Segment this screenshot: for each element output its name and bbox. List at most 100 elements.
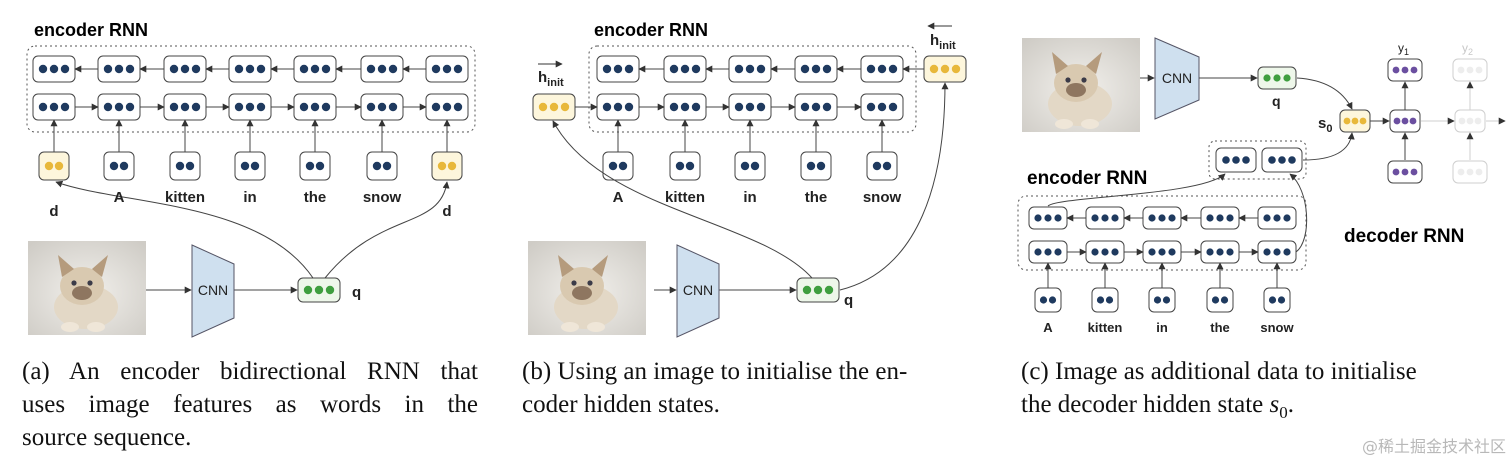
- word-embedding-input: [734, 151, 766, 181]
- panel-b-word-label: the: [805, 189, 828, 206]
- svg-text:y2: y2: [1462, 41, 1473, 57]
- panel-b-cnn-block: [676, 244, 720, 338]
- panel-b-word-label: snow: [863, 189, 902, 206]
- backward-rnn-cell: [32, 55, 76, 83]
- panel-c: CNN q s0 y1 y2 encoder RNN decoder RNN A…: [1017, 37, 1506, 335]
- panel-b-q-label: q: [844, 292, 853, 309]
- backward-rnn-cell: [1257, 206, 1297, 230]
- panel-b-title: encoder RNN: [594, 20, 708, 40]
- panel-b-kitten-image: [528, 241, 646, 335]
- q-to-left-feature-arrow: [55, 180, 314, 279]
- word-embedding-input: [1263, 287, 1291, 313]
- word-embedding-input: [366, 151, 398, 181]
- panel-b-cells: [532, 55, 967, 303]
- forward-rnn-cell: [293, 93, 337, 121]
- panel-b-arrows: [552, 65, 949, 294]
- image-feature-input: [431, 151, 463, 181]
- word-embedding-input: [1206, 287, 1234, 313]
- decoder-input-cell-faded: [1452, 160, 1488, 184]
- h-init-symbol: h: [930, 32, 939, 49]
- panel-a-word-label: A: [114, 189, 125, 206]
- forward-rnn-cell: [1200, 240, 1240, 264]
- panel-b-word-labels: A kitten in the snow: [613, 189, 902, 206]
- image-feature-q: [1257, 66, 1297, 90]
- backward-rnn-cell: [1200, 206, 1240, 230]
- caption-text: the decoder hidden state: [1021, 391, 1270, 418]
- caption-line-2: the decoder hidden state s0.: [1021, 388, 1491, 429]
- backward-rnn-cell: [596, 55, 640, 83]
- y1-subscript: 1: [1404, 47, 1409, 57]
- panel-c-kitten-image: [1022, 38, 1140, 132]
- panel-c-cnn-block: [1154, 37, 1200, 120]
- panel-b-caption: (b) Using an image to initialise the en-…: [522, 355, 978, 421]
- backward-rnn-cell: [794, 55, 838, 83]
- panel-a: encoder RNN d A kitten in the snow d CNN…: [26, 20, 476, 338]
- forward-rnn-cell: [1028, 240, 1068, 264]
- y1-symbol: y: [1398, 41, 1404, 55]
- word-embedding-input: [669, 151, 701, 181]
- panel-b-h-init-left-label: hinit: [538, 60, 564, 89]
- backward-rnn-cell: [728, 55, 772, 83]
- word-embedding-input: [1034, 287, 1062, 313]
- panel-b-cnn-label: CNN: [683, 282, 713, 298]
- word-embedding-input: [866, 151, 898, 181]
- panel-b-word-label: kitten: [665, 189, 705, 206]
- backward-rnn-cell: [1142, 206, 1182, 230]
- panel-c-encoder-title: encoder RNN: [1027, 168, 1147, 189]
- forward-rnn-cell: [360, 93, 404, 121]
- panel-a-word-label: in: [243, 189, 256, 206]
- panel-c-word-labels: A kitten in the snow: [1043, 320, 1294, 335]
- panel-b-h-init-right-label: hinit: [927, 22, 956, 52]
- caption-line: coder hidden states.: [522, 391, 720, 418]
- caption-end: .: [1287, 391, 1294, 418]
- decoder-input-cell: [1387, 160, 1423, 184]
- word-embedding-input: [299, 151, 331, 181]
- word-embedding-input: [1148, 287, 1176, 313]
- h-init-subscript: init: [939, 40, 956, 52]
- backward-rnn-cell: [663, 55, 707, 83]
- word-embedding-input: [103, 151, 135, 181]
- svg-text:hinit: hinit: [538, 69, 564, 89]
- forward-h-init-cell: [532, 93, 576, 121]
- caption-line: (a) An encoder bidirectional RNN that: [22, 358, 478, 385]
- svg-text:y1: y1: [1398, 41, 1409, 57]
- panel-a-word-label: d: [49, 203, 58, 220]
- decoder-rnn-cell-faded: [1454, 109, 1486, 133]
- y2-subscript: 2: [1468, 47, 1473, 57]
- forward-rnn-cell: [794, 93, 838, 121]
- panel-a-arrows: [50, 65, 451, 294]
- backward-rnn-cell: [360, 55, 404, 83]
- encoder-to-s0-arrow: [1302, 132, 1355, 161]
- panel-b-encoder-box: [588, 45, 917, 133]
- forward-rnn-cell: [860, 93, 904, 121]
- image-feature-input: [38, 151, 70, 181]
- panel-c-arrows: [1044, 74, 1506, 288]
- panel-c-word-label: kitten: [1088, 320, 1123, 335]
- panel-a-caption: (a) An encoder bidirectional RNN that us…: [22, 355, 478, 454]
- panel-c-q-label: q: [1272, 93, 1281, 109]
- panel-c-word-label: snow: [1260, 320, 1294, 335]
- forward-rnn-cell: [163, 93, 207, 121]
- q-to-forward-h-init-arrow: [552, 120, 813, 279]
- image-feature-q: [796, 277, 840, 303]
- caption-line: uses image features as words in the: [22, 391, 478, 418]
- panel-c-cnn-label: CNN: [1162, 70, 1192, 86]
- h-init-symbol: h: [538, 69, 547, 86]
- backward-rnn-cell: [163, 55, 207, 83]
- encoder-final-forward-state: [1261, 147, 1303, 173]
- image-feature-q: [297, 277, 341, 303]
- word-embedding-input: [1091, 287, 1119, 313]
- forward-final-arrow: [1289, 173, 1308, 253]
- decoder-output-y1: [1387, 58, 1423, 82]
- panel-b-word-label: A: [613, 189, 624, 206]
- panel-b: encoder RNN A kitten in the snow hinit h…: [528, 20, 967, 338]
- svg-text:s0: s0: [1318, 115, 1332, 135]
- backward-rnn-cell: [228, 55, 272, 83]
- forward-rnn-cell: [97, 93, 141, 121]
- s0-symbol: s: [1318, 115, 1326, 132]
- q-to-backward-h-init-arrow: [839, 82, 949, 291]
- backward-rnn-cell: [293, 55, 337, 83]
- panel-a-word-label: d: [442, 203, 451, 220]
- decoder-output-y2-faded: [1452, 58, 1488, 82]
- panel-a-q-label: q: [352, 284, 361, 301]
